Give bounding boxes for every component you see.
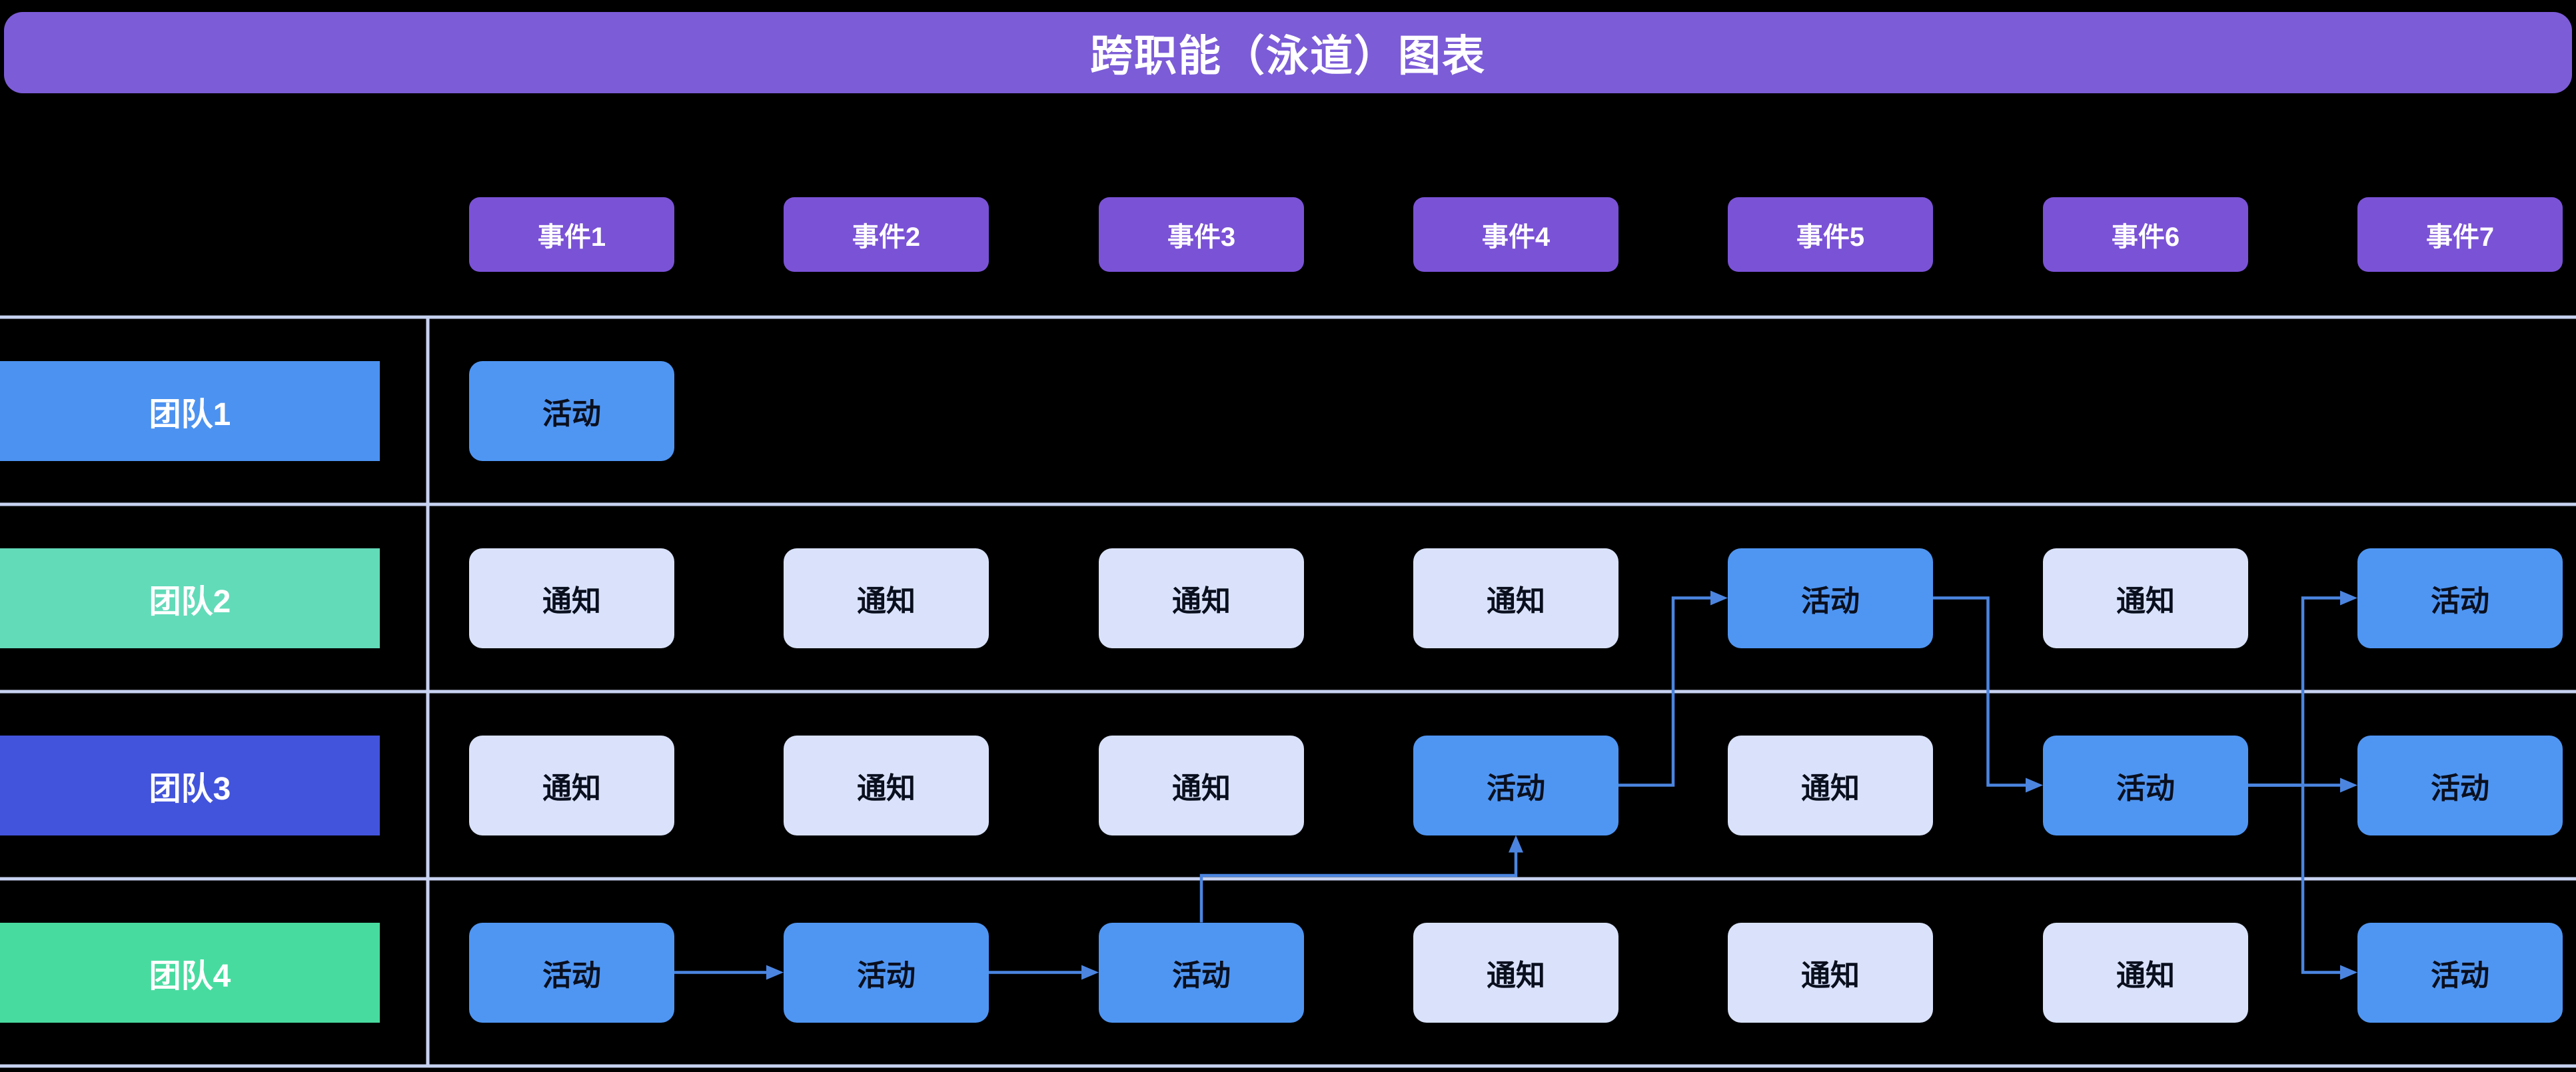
notice-node-r4c4: 通知 — [1413, 922, 1618, 1023]
team-label-1: 团队1 — [0, 360, 380, 461]
notice-node-r2c4: 通知 — [1413, 548, 1618, 648]
activity-node-r3c6: 活动 — [2043, 735, 2248, 835]
notice-node-r2c1: 通知 — [469, 548, 674, 648]
notice-node-r2c2: 通知 — [784, 548, 989, 648]
arrowhead-icon — [2026, 778, 2043, 793]
arrowhead-icon — [766, 965, 784, 980]
connector-arrow-line — [2248, 784, 2340, 974]
event-header-2: 事件2 — [784, 197, 989, 272]
arrowhead-icon — [2340, 965, 2357, 980]
notice-node-r2c6: 通知 — [2043, 548, 2248, 648]
activity-node-r3c4: 活动 — [1413, 735, 1618, 835]
notice-node-r3c1: 通知 — [469, 735, 674, 835]
team-label-2: 团队2 — [0, 548, 380, 648]
activity-node-r4c1: 活动 — [469, 922, 674, 1023]
notice-node-r2c3: 通知 — [1099, 548, 1304, 648]
activity-node-r4c3: 活动 — [1099, 922, 1304, 1023]
notice-node-r3c2: 通知 — [784, 735, 989, 835]
notice-node-r3c3: 通知 — [1099, 735, 1304, 835]
activity-node-r2c5: 活动 — [1728, 548, 1933, 648]
arrowhead-icon — [1081, 965, 1099, 980]
team-label-4: 团队4 — [0, 922, 380, 1023]
activity-node-r4c7: 活动 — [2357, 922, 2563, 1023]
event-header-7: 事件7 — [2357, 197, 2563, 272]
connector-arrow-line — [1199, 852, 1518, 923]
activity-node-r2c7: 活动 — [2357, 548, 2563, 648]
activity-node-r4c2: 活动 — [784, 922, 989, 1023]
activity-node-r1c1: 活动 — [469, 360, 674, 461]
event-header-4: 事件4 — [1413, 197, 1618, 272]
team-label-3: 团队3 — [0, 735, 380, 835]
connector-arrow-line — [1933, 596, 2026, 787]
event-header-3: 事件3 — [1099, 197, 1304, 272]
arrowhead-icon — [1710, 590, 1728, 606]
event-header-5: 事件5 — [1728, 197, 1933, 272]
event-header-6: 事件6 — [2043, 197, 2248, 272]
diagram-title-bar: 跨职能（泳道）图表 — [4, 12, 2572, 93]
notice-node-r4c5: 通知 — [1728, 922, 1933, 1023]
notice-node-r4c6: 通知 — [2043, 922, 2248, 1023]
diagram-title: 跨职能（泳道）图表 — [1090, 32, 1486, 80]
connector-arrow-line — [1618, 596, 1710, 787]
event-header-1: 事件1 — [469, 197, 674, 272]
arrowhead-icon — [1509, 835, 1523, 853]
arrowhead-icon — [2340, 590, 2357, 606]
arrowhead-icon — [2340, 778, 2357, 793]
activity-node-r3c7: 活动 — [2357, 735, 2563, 835]
notice-node-r3c5: 通知 — [1728, 735, 1933, 835]
